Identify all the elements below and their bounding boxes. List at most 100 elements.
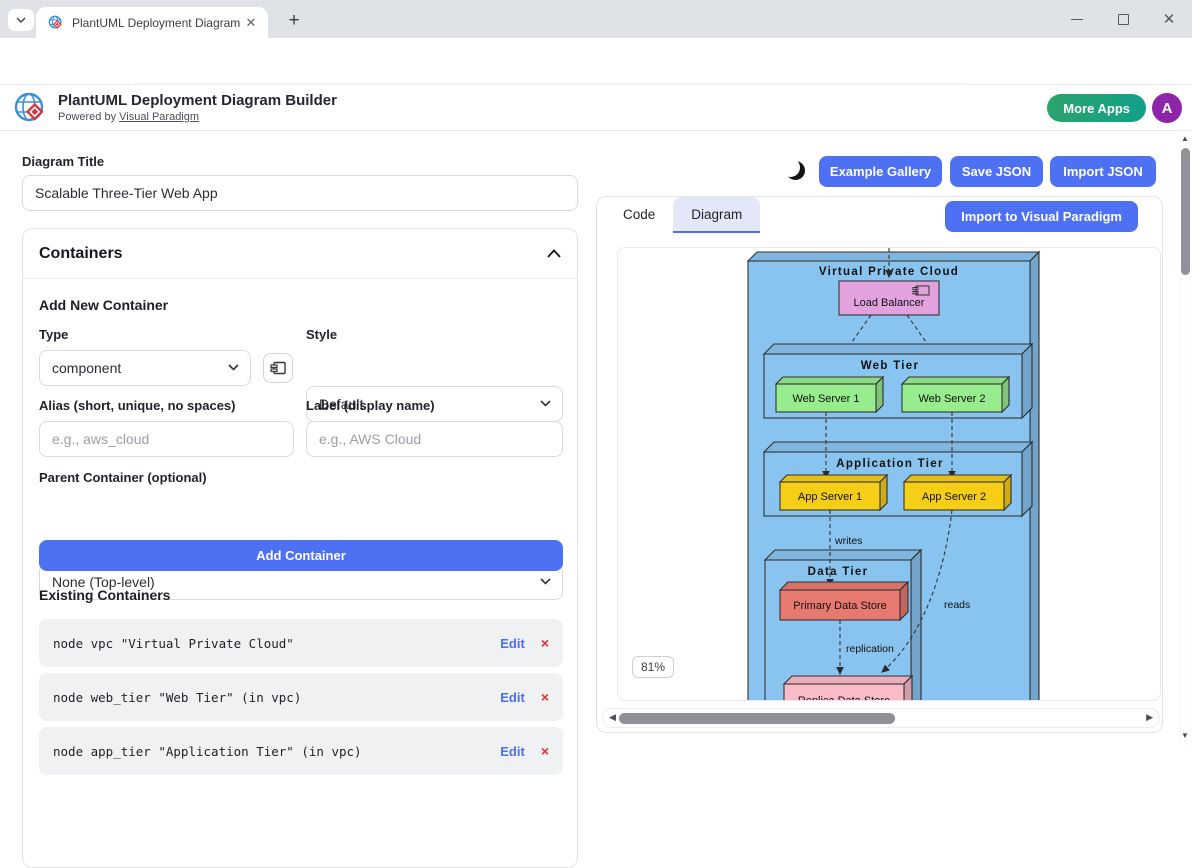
visual-paradigm-logo <box>14 92 44 122</box>
component-icon <box>270 361 286 375</box>
delete-container-icon[interactable]: × <box>540 635 549 651</box>
maximize-icon <box>1117 13 1129 25</box>
horizontal-scrollbar-thumb[interactable] <box>619 712 895 724</box>
display-name-input-wrap <box>306 421 563 457</box>
parent-container-label: Parent Container (optional) <box>39 470 207 485</box>
browser-tab[interactable]: PlantUML Deployment Diagram Builder ✕ <box>36 7 268 38</box>
page-scrollbar[interactable]: ▲ ▼ <box>1178 131 1192 745</box>
svg-text:writes: writes <box>834 535 862 547</box>
horizontal-scrollbar[interactable]: ◀ ▶ <box>602 708 1160 728</box>
window-close-button[interactable]: ✕ <box>1162 11 1176 28</box>
svg-text:replication: replication <box>846 643 894 655</box>
node-primary-data-store: Primary Data Store <box>778 580 910 622</box>
container-list-item: node web_tier "Web Tier" (in vpc) Edit × <box>39 673 563 721</box>
node-replica-data-store: Replica Data Store <box>782 674 914 701</box>
browser-toolbar: ← → ↻ ai-toolbox.visual-paradigm.com/app… <box>0 38 1192 116</box>
edit-container-link[interactable]: Edit <box>500 689 525 705</box>
alias-label: Alias (short, unique, no spaces) <box>39 398 236 413</box>
visual-paradigm-link[interactable]: Visual Paradigm <box>119 111 200 123</box>
more-apps-button[interactable]: More Apps <box>1047 94 1146 122</box>
svg-text:Application Tier: Application Tier <box>836 458 944 470</box>
svg-text:reads: reads <box>944 599 970 611</box>
page-scrollbar-thumb[interactable] <box>1180 148 1190 275</box>
svg-text:Web Server 1: Web Server 1 <box>792 393 859 405</box>
existing-containers-title: Existing Containers <box>39 587 171 603</box>
minimize-icon <box>1071 18 1083 20</box>
edge-as2-replica <box>881 509 953 673</box>
add-new-container-title: Add New Container <box>39 297 169 313</box>
type-label: Type <box>39 327 69 342</box>
diagram-title-input-wrap <box>22 175 578 211</box>
scroll-down-icon[interactable]: ▼ <box>1181 731 1189 740</box>
save-json-button[interactable]: Save JSON <box>950 156 1043 187</box>
preview-tabbar: Code Diagram <box>597 197 1162 233</box>
alias-input[interactable] <box>52 431 281 447</box>
container-code: node web_tier "Web Tier" (in vpc) <box>53 689 302 705</box>
containers-header[interactable]: Containers <box>23 229 577 279</box>
edit-container-link[interactable]: Edit <box>500 635 525 651</box>
import-to-visual-paradigm-button[interactable]: Import to Visual Paradigm <box>945 201 1138 232</box>
browser-tab-strip: PlantUML Deployment Diagram Builder ✕ + … <box>0 0 1192 38</box>
import-json-button[interactable]: Import JSON <box>1050 156 1156 187</box>
scroll-right-icon[interactable]: ▶ <box>1146 712 1153 722</box>
chevron-down-icon <box>540 400 551 407</box>
container-code: node app_tier "Application Tier" (in vpc… <box>53 743 362 759</box>
diagram-canvas[interactable]: 81% Virtual Private Cloud <box>617 247 1161 701</box>
svg-text:Primary Data Store: Primary Data Store <box>793 600 887 612</box>
tab-title: PlantUML Deployment Diagram Builder <box>72 15 242 30</box>
tab-search-button[interactable] <box>8 9 34 31</box>
containers-card: Containers Add New Container Type Style … <box>22 228 578 868</box>
app-user-avatar[interactable]: A <box>1152 93 1182 123</box>
favicon-visual-paradigm <box>48 15 62 29</box>
tab-code[interactable]: Code <box>623 206 656 222</box>
style-label: Style <box>306 327 338 342</box>
scroll-up-icon[interactable]: ▲ <box>1181 134 1189 143</box>
scroll-left-icon[interactable]: ◀ <box>609 712 616 722</box>
tab-close-icon[interactable]: ✕ <box>245 14 257 30</box>
edit-container-link[interactable]: Edit <box>500 743 525 759</box>
svg-text:App Server 1: App Server 1 <box>798 491 862 503</box>
new-tab-button[interactable]: + <box>288 10 300 31</box>
node-app-server-1: App Server 1 <box>778 473 889 512</box>
component-picker-button[interactable] <box>263 353 293 383</box>
delete-container-icon[interactable]: × <box>540 689 549 705</box>
node-web-server-1: Web Server 1 <box>774 375 885 414</box>
svg-text:Web Server 2: Web Server 2 <box>918 393 985 405</box>
dark-mode-toggle-moon-icon[interactable] <box>786 161 805 180</box>
tab-diagram[interactable]: Diagram <box>673 197 761 233</box>
containers-title: Containers <box>39 244 123 262</box>
display-name-input[interactable] <box>319 431 550 447</box>
powered-by: Powered by Visual Paradigm <box>58 111 200 123</box>
component-icon <box>912 285 930 296</box>
plantuml-diagram: Virtual Private Cloud Load Balancer <box>746 248 1041 701</box>
svg-text:Data Tier: Data Tier <box>808 566 869 578</box>
alias-input-wrap <box>39 421 294 457</box>
example-gallery-button[interactable]: Example Gallery <box>819 156 942 187</box>
display-name-label: Label (display name) <box>306 398 435 413</box>
svg-text:Load Balancer: Load Balancer <box>854 297 925 309</box>
preview-card: Code Diagram Import to Visual Paradigm 8… <box>596 196 1163 733</box>
delete-container-icon[interactable]: × <box>540 743 549 759</box>
diagram-title-label: Diagram Title <box>22 154 105 169</box>
window-minimize-button[interactable] <box>1054 0 1100 38</box>
node-web-server-2: Web Server 2 <box>900 375 1011 414</box>
window-maximize-button[interactable] <box>1100 0 1146 38</box>
type-select[interactable]: component <box>39 350 251 386</box>
svg-text:Replica Data Store: Replica Data Store <box>798 695 890 701</box>
node-load-balancer: Load Balancer <box>838 280 940 316</box>
chevron-down-icon <box>228 364 239 371</box>
add-container-button[interactable]: Add Container <box>39 540 563 571</box>
zoom-level-badge: 81% <box>632 656 675 678</box>
container-list-item: node vpc "Virtual Private Cloud" Edit × <box>39 619 563 667</box>
chevron-down-icon <box>540 578 551 585</box>
app-header: PlantUML Deployment Diagram Builder Powe… <box>0 85 1192 131</box>
chevron-down-icon <box>16 17 26 23</box>
app-title: PlantUML Deployment Diagram Builder <box>58 92 337 109</box>
window-controls: ✕ <box>1054 0 1192 38</box>
style-select[interactable]: Default <box>306 386 563 422</box>
svg-text:App Server 2: App Server 2 <box>922 491 986 503</box>
node-app-server-2: App Server 2 <box>902 473 1013 512</box>
chevron-up-icon <box>547 249 561 258</box>
diagram-title-input[interactable] <box>35 185 565 201</box>
svg-text:Web Tier: Web Tier <box>861 360 920 372</box>
